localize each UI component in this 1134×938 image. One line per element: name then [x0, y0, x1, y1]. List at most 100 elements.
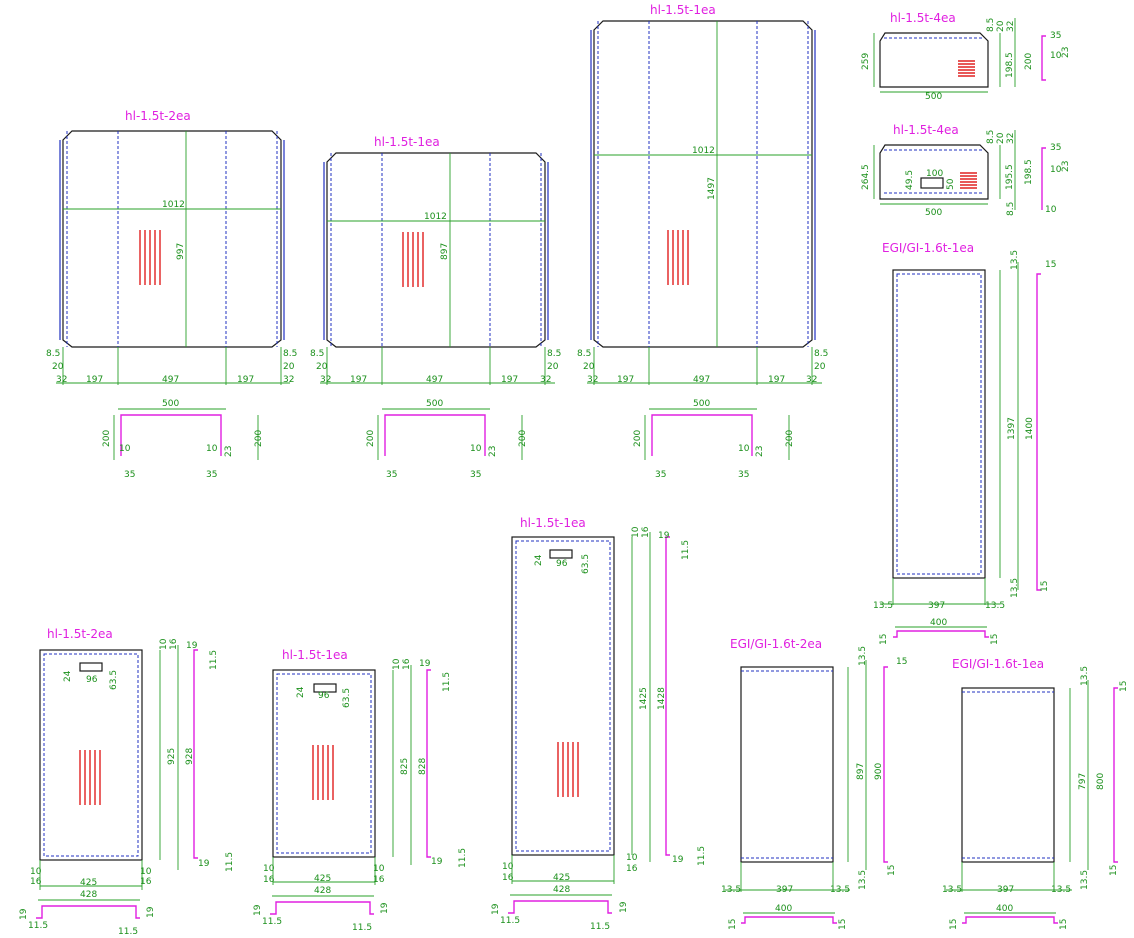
- bottom-panel-2-title: hl-1.5t-1ea: [282, 648, 348, 662]
- dim-11-5: 11.5: [442, 672, 452, 692]
- dim-10-c: 10: [626, 853, 638, 863]
- bottom-dim-1: 197: [86, 375, 103, 385]
- dim-16-b: 16: [502, 873, 514, 883]
- cutout: [313, 683, 337, 693]
- sec-dim-19-r: 19: [380, 902, 390, 914]
- dim-19-b: 19: [431, 857, 443, 867]
- section-lip-left: 15: [879, 634, 889, 645]
- vent-slots: [79, 750, 101, 805]
- sec-dim-11-5-r: 11.5: [118, 927, 138, 937]
- dim-428: 428: [553, 885, 570, 895]
- section-lip-right: 15: [990, 634, 1000, 645]
- dim-198-5: 198.5: [1024, 159, 1034, 185]
- flange-dim-d: 8.5: [283, 349, 297, 359]
- egi-small-2-title: EGI/GI-1.6t-1ea: [952, 657, 1044, 671]
- bottom-panel-2-section: 19 19 11.5 11.5: [253, 895, 390, 933]
- section-lip-right: 15: [838, 919, 848, 930]
- bottom-dim-3: 197: [768, 375, 785, 385]
- flange-dim-d: 8.5: [547, 349, 561, 359]
- dim-16-c: 16: [140, 877, 152, 887]
- egi-tall-title: EGI/GI-1.6t-1ea: [882, 241, 974, 255]
- dim-35: 35: [1050, 143, 1061, 153]
- dim-8-5: 8.5: [986, 18, 996, 32]
- lip-35-r: 35: [470, 470, 481, 480]
- dim-8-5-b: 8.5: [1006, 202, 1016, 216]
- sec-dim-11-5: 11.5: [500, 916, 520, 926]
- bottom-dim-2: 497: [162, 375, 179, 385]
- section-width: 400: [930, 618, 947, 628]
- lip-35: 35: [655, 470, 666, 480]
- dim-828: 828: [418, 758, 428, 775]
- dim-23: 23: [1061, 161, 1071, 172]
- panel-1-section: 500 200 200 10 10 35 35 23: [102, 399, 264, 480]
- vent-slots: [557, 742, 579, 797]
- panel-2-height-dim: 897: [440, 243, 450, 260]
- section-lip-left: 15: [949, 919, 959, 930]
- vent-slots: [958, 60, 975, 77]
- bottom-panel-1: hl-1.5t-2ea 96 24 63.5 925 928 425 428 1…: [19, 627, 235, 937]
- dim-50: 50: [946, 178, 956, 190]
- dim-20: 20: [996, 132, 1006, 144]
- dim-900: 900: [874, 763, 884, 780]
- dim-16: 16: [641, 526, 651, 538]
- dim-1397: 1397: [1007, 417, 1017, 440]
- bottom-panel-3-section: 19 19 11.5 11.5: [491, 894, 629, 932]
- dim-10: 10: [1050, 165, 1062, 175]
- top-right-part-a: hl-1.5t-4ea 259 198.5 200 500 8.5 20 32 …: [861, 11, 1071, 102]
- dim-16-c: 16: [626, 864, 638, 874]
- lip-35-r: 35: [738, 470, 749, 480]
- flange-dim-e: 20: [547, 362, 559, 372]
- dim-428: 428: [80, 890, 97, 900]
- cutout: [549, 549, 573, 559]
- dim-425: 425: [80, 878, 97, 888]
- lip-10-r: 10: [206, 444, 218, 454]
- panel-3-width-dim: 1012: [692, 146, 715, 156]
- dim-928: 928: [185, 748, 195, 765]
- dim-16-c: 16: [373, 875, 385, 885]
- dim-425: 425: [314, 874, 331, 884]
- dim-19-b: 19: [198, 859, 210, 869]
- dim-264-5: 264.5: [861, 164, 871, 190]
- flange-dim-c: 32: [56, 375, 67, 385]
- dim-10: 10: [631, 526, 641, 538]
- vent-slots: [139, 230, 161, 285]
- panel-1-height-dim: 997: [176, 243, 186, 260]
- lip-35: 35: [124, 470, 135, 480]
- dim-800: 800: [1096, 773, 1106, 790]
- vent-slots: [402, 232, 424, 287]
- dim-897: 897: [856, 763, 866, 780]
- dim-16-b: 16: [263, 875, 275, 885]
- lip-10-r: 10: [738, 444, 750, 454]
- flange-dim-a: 8.5: [577, 349, 591, 359]
- panel-2-title: hl-1.5t-1ea: [374, 135, 440, 149]
- bottom-dim-3: 197: [237, 375, 254, 385]
- dim-24: 24: [63, 670, 73, 682]
- section-height-left: 200: [366, 430, 376, 447]
- sec-dim-19-r: 19: [146, 906, 156, 918]
- cutout: [920, 177, 944, 189]
- cutout: [79, 662, 103, 672]
- dim-825: 825: [400, 758, 410, 775]
- bottom-dim-1: 197: [350, 375, 367, 385]
- dim-19-b: 19: [672, 855, 684, 865]
- dim-32: 32: [1006, 21, 1016, 32]
- dim-15-a: 15: [1045, 260, 1056, 270]
- bottom-panel-2: hl-1.5t-1ea 96 24 63.5 825 828 425 428 1…: [253, 648, 468, 933]
- dim-13-5-a: 13.5: [873, 601, 893, 611]
- dim-428: 428: [314, 886, 331, 896]
- dim-925: 925: [167, 748, 177, 765]
- dim-11-5-b: 11.5: [225, 852, 235, 872]
- dim-13-5-d: 13.5: [1010, 578, 1020, 598]
- dim-11-5: 11.5: [681, 540, 691, 560]
- vent-slots: [667, 230, 689, 285]
- section-lip-left: 15: [728, 919, 738, 930]
- dim-13-5-c: 13.5: [858, 646, 868, 666]
- dim-10-c: 10: [373, 864, 385, 874]
- dim-10: 10: [1050, 51, 1062, 61]
- bottom-dim-2: 497: [693, 375, 710, 385]
- dim-397: 397: [928, 601, 945, 611]
- dim-20: 20: [996, 20, 1006, 32]
- lip-10-r: 10: [470, 444, 482, 454]
- flange-dim-b: 20: [583, 362, 595, 372]
